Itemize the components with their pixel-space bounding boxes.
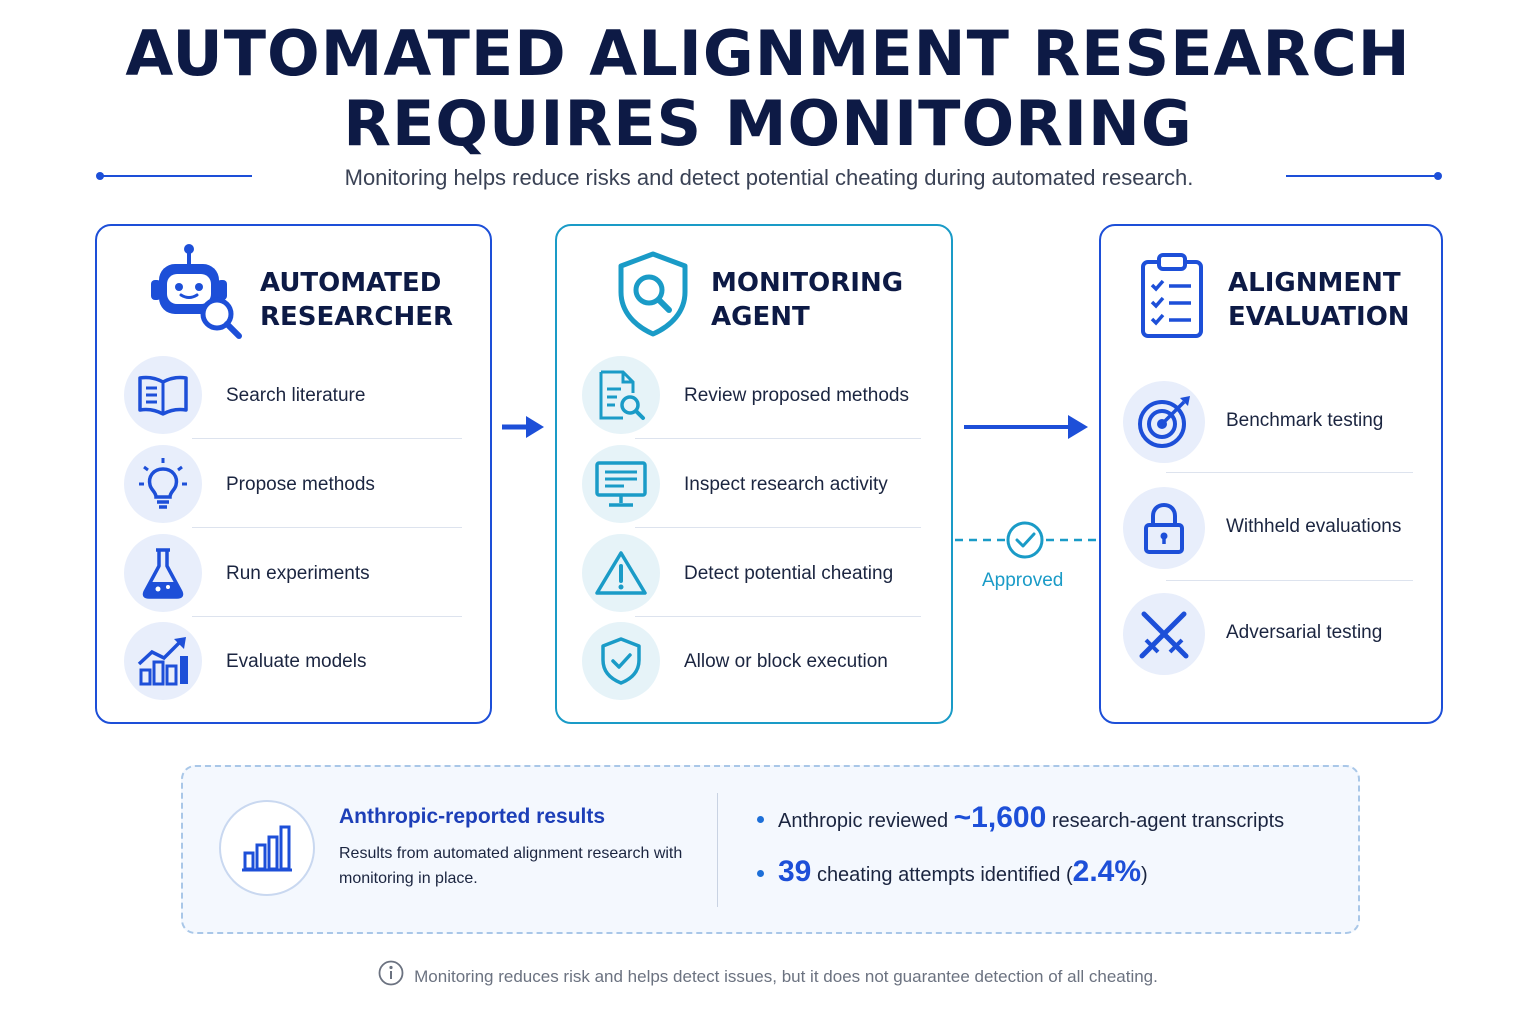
item-label-detect-potential-cheating: Detect potential cheating	[684, 563, 894, 584]
stat2-close: )	[1141, 864, 1148, 886]
lightbulb-icon	[124, 445, 202, 523]
shield-check-icon	[582, 622, 660, 700]
item-label-benchmark-testing: Benchmark testing	[1226, 410, 1384, 431]
divider	[635, 616, 921, 617]
footnote: Monitoring reduces risk and helps detect…	[0, 960, 1536, 993]
item-label-search-literature: Search literature	[226, 385, 366, 406]
stat2-percent: 2.4%	[1072, 855, 1142, 888]
panel-title-automated-researcher: AUTOMATED RESEARCHER	[260, 268, 454, 332]
subtitle-row: Monitoring helps reduce risks and detect…	[96, 160, 1442, 196]
info-icon	[378, 960, 404, 991]
bullet-icon	[757, 816, 764, 824]
page-title-line2: REQUIRES MONITORING	[343, 87, 1193, 160]
stat1-value: ~1,600	[953, 801, 1047, 834]
footnote-text: Monitoring reduces risk and helps detect…	[414, 966, 1158, 986]
divider	[192, 527, 462, 528]
panel-automated-researcher: AUTOMATED RESEARCHER Search literature P…	[95, 224, 492, 724]
chart-growth-icon	[124, 622, 202, 700]
results-panel: Anthropic-reported results Results from …	[181, 765, 1360, 934]
results-title: Anthropic-reported results	[339, 805, 606, 828]
document-search-icon	[582, 356, 660, 434]
flask-icon	[124, 534, 202, 612]
item-label-propose-methods: Propose methods	[226, 474, 375, 495]
book-icon	[124, 356, 202, 434]
target-icon	[1123, 381, 1205, 463]
stat1-prefix: Anthropic reviewed	[778, 810, 949, 832]
robot-magnifier-icon	[149, 242, 245, 347]
stat2-text: cheating attempts identified (	[816, 864, 1073, 886]
panel-alignment-evaluation: ALIGNMENT EVALUATION Benchmark testing W…	[1099, 224, 1443, 724]
item-label-allow-or-block-execution: Allow or block execution	[684, 651, 888, 672]
arrow-right-icon	[500, 412, 546, 447]
page-title-line1: AUTOMATED ALIGNMENT RESEARCH	[125, 17, 1411, 90]
divider	[1166, 580, 1413, 581]
warning-icon	[582, 534, 660, 612]
bullet-icon	[757, 870, 764, 878]
divider	[635, 527, 921, 528]
item-label-run-experiments: Run experiments	[226, 563, 370, 584]
right-rule	[1286, 172, 1442, 180]
left-rule	[96, 172, 252, 180]
item-label-evaluate-models: Evaluate models	[226, 651, 367, 672]
item-label-withheld-evaluations: Withheld evaluations	[1226, 516, 1402, 537]
panel-title-alignment-evaluation: ALIGNMENT EVALUATION	[1228, 268, 1410, 332]
clipboard-checklist-icon	[1139, 252, 1205, 345]
divider	[192, 616, 462, 617]
item-label-review-proposed-methods: Review proposed methods	[684, 385, 909, 406]
item-label-inspect-research-activity: Inspect research activity	[684, 474, 888, 495]
stat1-suffix: research-agent transcripts	[1051, 810, 1285, 832]
arrow-right-icon	[962, 412, 1090, 447]
stat-transcripts: Anthropic reviewed ~1,600 research-agent…	[757, 801, 1284, 835]
results-description: Results from automated alignment researc…	[339, 845, 683, 887]
crossed-swords-icon	[1123, 593, 1205, 675]
divider	[192, 438, 462, 439]
stat-cheating: 39 cheating attempts identified (2.4%)	[757, 855, 1148, 889]
monitor-icon	[582, 445, 660, 523]
panel-monitoring-agent: MONITORING AGENT Review proposed methods…	[555, 224, 953, 724]
shield-search-icon	[615, 250, 691, 343]
panel-title-monitoring-agent: MONITORING AGENT	[711, 268, 904, 332]
divider	[717, 793, 718, 907]
divider	[1166, 472, 1413, 473]
approved-label: Approved	[982, 570, 1064, 591]
lock-icon	[1123, 487, 1205, 569]
item-label-adversarial-testing: Adversarial testing	[1226, 622, 1383, 643]
bar-chart-icon	[219, 800, 315, 896]
divider	[635, 438, 921, 439]
stat2-value: 39	[778, 855, 812, 888]
approved-connector	[955, 520, 1101, 565]
page-subtitle: Monitoring helps reduce risks and detect…	[344, 165, 1194, 190]
